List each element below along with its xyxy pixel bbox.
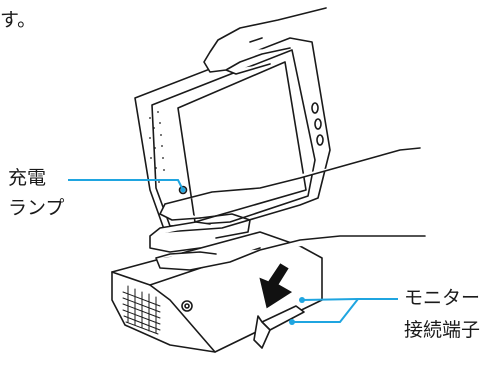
- charge-lamp-leader: [68, 179, 184, 191]
- speaker-grille: [149, 111, 167, 183]
- holding-hand: [149, 147, 426, 271]
- insert-arrow-icon: [256, 260, 296, 312]
- connector-leader: [292, 298, 398, 323]
- charge-lamp-label-line2: ランプ: [8, 197, 65, 219]
- top-hand: [203, 7, 327, 75]
- callouts: [68, 179, 398, 323]
- monitor-connector-label-line1: モニター: [404, 287, 481, 309]
- vent-grille: [122, 285, 161, 335]
- charge-lamp-label-line1: 充電: [8, 167, 47, 189]
- top-fragment-text: す。: [0, 9, 37, 31]
- monitor-connector-label-line2: 接続端子: [404, 319, 481, 341]
